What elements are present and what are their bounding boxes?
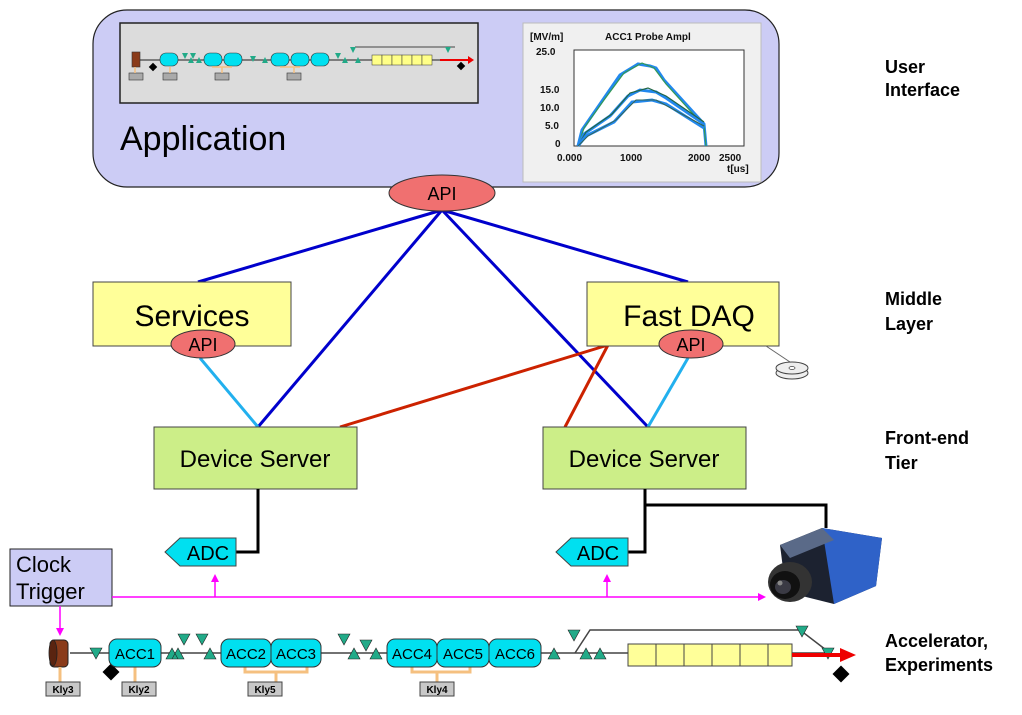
klystron-kly4: Kly4 [419,681,455,697]
services-label: Services [134,300,249,333]
fastdaq-red-link-right [563,344,610,428]
adc-left-label: ADC [187,543,229,565]
cavity-acc2: ACC2 [220,638,272,668]
layer-accelerator-line1: Accelerator, [885,631,988,651]
layer-frontend-line1: Front-end [885,428,969,448]
fast-daq-api: API [658,329,724,359]
plot-unit: [MV/m] [530,32,563,43]
cavity-acc4: ACC4 [386,638,438,668]
cavity-acc5: ACC5 [436,638,490,668]
right-adc-cable [628,489,647,554]
device-server-right-label: Device Server [569,446,720,473]
fast-daq-api-label: API [676,335,705,355]
layer-label-middle: Middle Layer [885,289,942,334]
probe-amplitude-plot: [MV/m] ACC1 Probe Ampl 25.0 15.0 10.0 5.… [522,22,762,183]
layer-user-interface-line1: User [885,57,925,77]
y-tick-15: 15.0 [540,85,560,96]
clock-trigger-line2: Trigger [16,579,85,604]
device-server-left: Device Server [153,426,358,490]
klystron-kly5: Kly5 [247,681,283,697]
cavity-acc1-label: ACC1 [115,646,155,663]
cavity-acc3-label: ACC3 [276,646,316,663]
services-api: API [170,329,236,359]
storage-disk-icon [765,345,809,380]
fastdaq-to-device-link [646,357,690,428]
layer-label-user-interface: User Interface [885,57,960,100]
trigger-lines [56,574,766,636]
fastdaq-red-link-left [339,343,609,429]
cavity-acc5-label: ACC5 [443,646,483,663]
services-api-label: API [188,335,217,355]
beamline [48,625,856,683]
layer-label-accelerator: Accelerator, Experiments [885,631,993,675]
cavity-acc4-label: ACC4 [392,646,432,663]
adc-right: ADC [555,537,629,567]
application-label: Application [120,120,286,158]
x-tick-2500: 2500 [719,153,742,164]
services-to-device-link [198,357,260,428]
layer-accelerator-line2: Experiments [885,655,993,675]
cavity-acc1: ACC1 [108,638,162,668]
x-tick-0: 0.000 [557,153,582,164]
x-unit: t[us] [727,164,749,175]
klystron-kly3: Kly3 [45,681,81,697]
y-tick-25: 25.0 [536,47,556,58]
synoptic-thumbnail [119,22,479,104]
adc-right-label: ADC [577,543,619,565]
klystron-kly5-label: Kly5 [254,685,276,696]
camera-cable [645,503,828,528]
klystron-kly2-label: Kly2 [128,685,150,696]
services-box: Services [92,281,292,347]
cavity-acc6: ACC6 [488,638,542,668]
klystron-kly3-label: Kly3 [52,685,74,696]
plot-title: ACC1 Probe Ampl [605,32,691,43]
x-tick-2000: 2000 [688,153,711,164]
klystron-kly4-label: Kly4 [426,685,448,696]
fast-daq-box: Fast DAQ [586,281,780,347]
cavity-acc2-label: ACC2 [226,646,266,663]
y-tick-10: 10.0 [540,103,560,114]
application-api-label: API [427,184,456,204]
cavity-acc3: ACC3 [270,638,322,668]
api-connections [197,208,689,429]
layer-frontend-line2: Tier [885,453,918,473]
device-server-left-label: Device Server [180,446,331,473]
cavity-acc6-label: ACC6 [495,646,535,663]
x-tick-1000: 1000 [620,153,643,164]
layer-middle-line1: Middle [885,289,942,309]
fast-daq-label: Fast DAQ [623,300,755,333]
left-adc-cable [235,489,260,554]
device-server-right: Device Server [542,426,747,490]
camera-icon [768,528,882,604]
layer-label-frontend: Front-end Tier [885,428,969,473]
y-tick-5: 5.0 [545,121,559,132]
clock-trigger-line1: Clock [16,552,72,577]
clock-trigger-box: Clock Trigger [9,548,113,607]
layer-user-interface-line2: Interface [885,80,960,100]
layer-middle-line2: Layer [885,314,933,334]
klystron-kly2: Kly2 [121,681,157,697]
adc-left: ADC [164,537,237,567]
application-api: API [388,174,496,212]
y-tick-0: 0 [555,139,561,150]
